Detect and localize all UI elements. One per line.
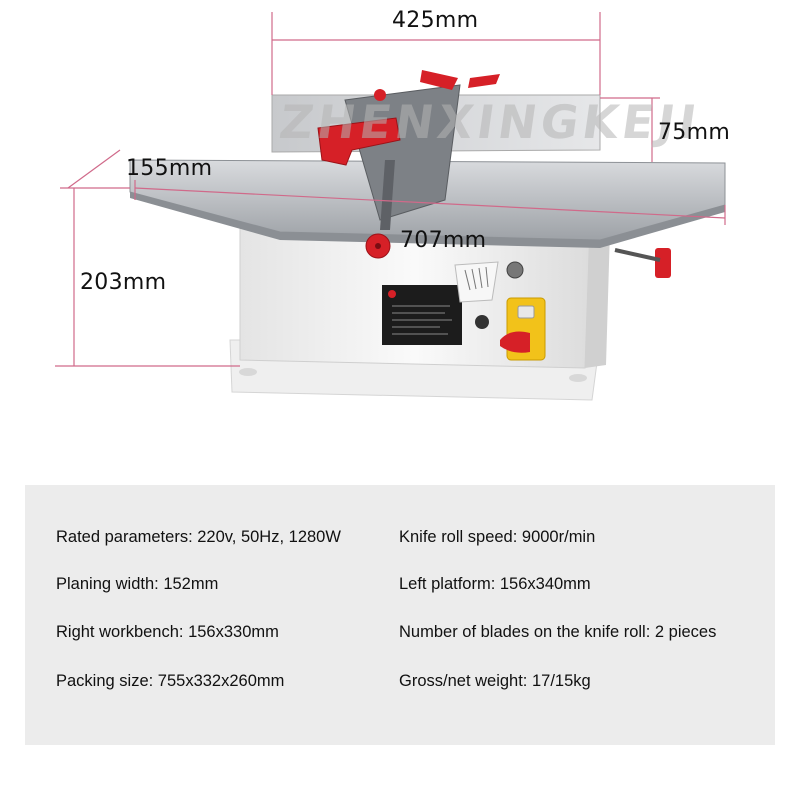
base-hole-left xyxy=(239,368,257,376)
label-logo-icon xyxy=(388,290,396,298)
spec-left-platform: Left platform: 156x340mm xyxy=(399,575,591,593)
spec-panel: Rated parameters: 220v, 50Hz, 1280W Knif… xyxy=(25,485,775,745)
spec-blade-count: Number of blades on the knife roll: 2 pi… xyxy=(399,623,717,641)
top-red-knob-icon xyxy=(374,89,386,101)
work-table-edge xyxy=(130,192,725,248)
depth-scale-ticks-icon xyxy=(464,266,489,291)
fence-red-lever-2 xyxy=(468,74,500,88)
spec-packing-size: Packing size: 755x332x260mm xyxy=(56,672,285,690)
spec-right-workbench: Right workbench: 156x330mm xyxy=(56,623,279,641)
power-switch-green xyxy=(517,305,535,319)
base-hole-right xyxy=(569,374,587,382)
height-red-knob-icon xyxy=(365,233,391,259)
power-switch-red-paddle xyxy=(500,331,530,353)
body-side xyxy=(585,225,610,368)
guard-shaft xyxy=(380,160,395,230)
side-red-knob-icon xyxy=(614,248,671,278)
jointer-planer-illustration xyxy=(55,12,726,401)
fence-red-lever xyxy=(420,70,458,90)
label-lines-icon xyxy=(392,305,452,335)
dim-length: 707mm xyxy=(400,228,487,253)
cutter-guard xyxy=(344,84,461,221)
dim-width-top: 425mm xyxy=(392,8,479,33)
guard-red-handle xyxy=(317,117,401,166)
dim-height-total: 203mm xyxy=(80,270,167,295)
product-photo: ZHENXINGKEJI 425mm 75mm 155mm 707mm 203m… xyxy=(55,8,731,401)
dimension-lines xyxy=(55,12,726,367)
spec-rated-parameters: Rated parameters: 220v, 50Hz, 1280W xyxy=(56,528,341,546)
watermark-text: ZHENXINGKEJI xyxy=(276,95,704,149)
small-knob-icon xyxy=(475,315,489,329)
depth-scale-icon xyxy=(454,261,499,303)
speed-knob-icon xyxy=(506,261,524,279)
dim-depth: 155mm xyxy=(126,156,213,181)
spec-planing-width: Planing width: 152mm xyxy=(56,575,219,593)
spec-weight: Gross/net weight: 17/15kg xyxy=(399,672,591,690)
dim-height-fence: 75mm xyxy=(658,120,731,145)
spec-knife-roll-speed: Knife roll speed: 9000r/min xyxy=(399,528,596,546)
